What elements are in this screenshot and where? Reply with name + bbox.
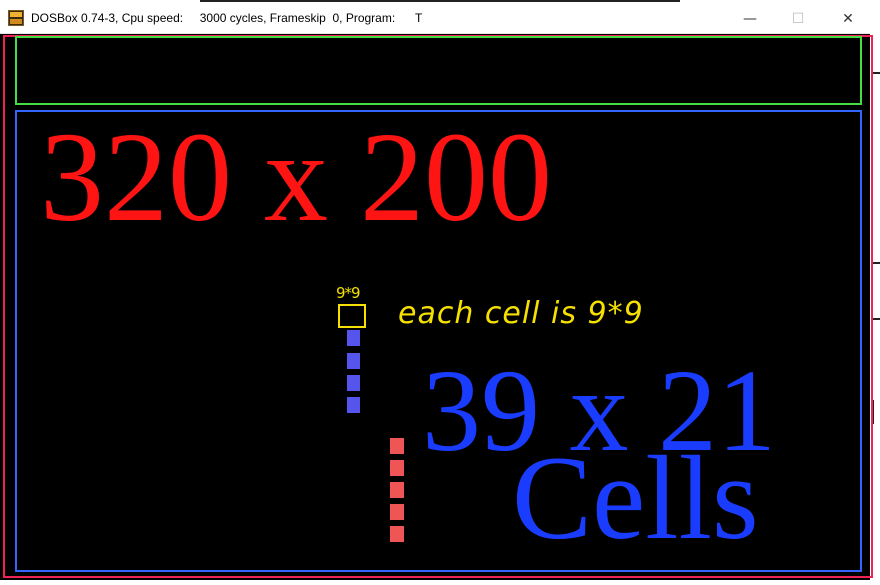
cell-size-label: 9*9 [336,284,361,302]
minimize-button[interactable]: — [728,6,772,32]
background-window-edge [872,72,880,74]
blue-cell [347,397,360,413]
maximize-icon: ☐ [791,11,805,27]
blue-cell [347,353,360,369]
minimize-icon: — [743,11,757,27]
cells-word-label: Cells [512,431,759,564]
title-bar[interactable]: DOSBox 0.74-3, Cpu speed: 3000 cycles, F… [0,3,870,34]
resolution-label: 320 x 200 [40,106,552,248]
red-cell [390,482,404,498]
blue-cell [347,330,360,346]
red-cell [390,504,404,520]
background-window-edge [872,400,874,424]
background-window-edge [872,262,880,264]
background-window-edge [200,0,680,2]
maximize-button[interactable]: ☐ [776,6,820,32]
blue-cell [347,375,360,391]
grid-size-label: 39 x 21 [422,345,776,476]
background-window-edge [872,318,880,320]
red-cell [390,460,404,476]
window-title: DOSBox 0.74-3, Cpu speed: 3000 cycles, F… [31,11,423,25]
cell-size-note: each cell is 9*9 [398,296,644,331]
cell-outline [338,304,366,328]
top-region-annotation [15,36,862,105]
dosbox-app-icon[interactable] [8,10,24,26]
close-button[interactable]: ✕ [826,6,870,32]
red-cell [390,438,404,454]
red-cell [390,526,404,542]
dosbox-screen[interactable] [0,34,870,580]
close-icon: ✕ [842,11,854,27]
grid-region-annotation [15,110,862,572]
